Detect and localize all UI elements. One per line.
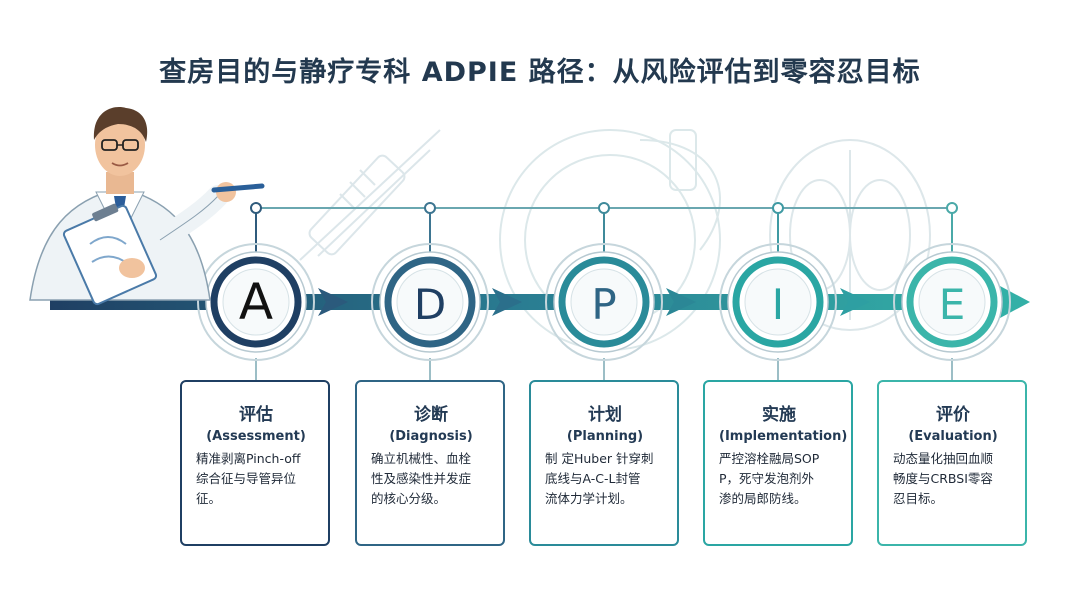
step-description-line: 精准剥离Pinch-off bbox=[196, 451, 301, 466]
step-card-p: 计划 (Planning) 制 定Huber 针穿刺底线与A-C-L封管流体力学计划… bbox=[529, 380, 679, 546]
step-letter: D bbox=[414, 280, 446, 329]
step-description-line: 动态量化抽回血顺 bbox=[893, 451, 994, 466]
step-description: 制 定Huber 针穿刺底线与A-C-L封管流体力学计划。 bbox=[545, 449, 665, 509]
step-description-line: 严控溶栓融局SOP bbox=[719, 451, 820, 466]
step-hub-d: D bbox=[371, 243, 489, 361]
step-description-line: 综合征与导管异位 bbox=[196, 471, 297, 486]
step-title: 计划 bbox=[588, 405, 622, 425]
step-description-line: 流体力学计划。 bbox=[545, 491, 633, 506]
step-description: 精准剥离Pinch-off 综合征与导管异位征。 bbox=[196, 449, 316, 509]
step-title: 评价 bbox=[936, 405, 970, 425]
step-description: 严控溶栓融局SOP P，死守发泡剂外渗的局郎防线。 bbox=[719, 449, 839, 509]
step-title: 评估 bbox=[239, 405, 273, 425]
step-description-line: P，死守发泡剂外 bbox=[719, 471, 815, 486]
step-description: 动态量化抽回血顺畅度与CRBSI零容忍目标。 bbox=[893, 449, 1013, 509]
faint-syringe-icon bbox=[299, 129, 441, 261]
card-connectors bbox=[255, 358, 953, 380]
step-subtitle: (Diagnosis) bbox=[389, 429, 473, 444]
step-card-i: 实施 (Implementation) 严控溶栓融局SOP P，死守发泡剂外渗的局郎防… bbox=[703, 380, 853, 546]
step-title: 诊断 bbox=[414, 405, 448, 425]
step-hub-p: P bbox=[545, 243, 663, 361]
step-hub-a: A bbox=[197, 243, 315, 361]
step-subtitle: (Evaluation) bbox=[908, 429, 998, 444]
step-letter: A bbox=[239, 273, 273, 331]
step-subtitle: (Planning) bbox=[566, 429, 644, 444]
doctor-illustration bbox=[29, 107, 265, 306]
step-description-line: 性及感染性并发症 bbox=[371, 471, 472, 486]
step-card-d: 诊断 (Diagnosis) 确立机械性、血栓性及感染性并发症的核心分级。 bbox=[355, 380, 505, 546]
step-card-a: 评估 (Assessment) 精准剥离Pinch-off 综合征与导管异位征。 bbox=[180, 380, 330, 546]
step-description-line: 底线与A-C-L封管 bbox=[545, 471, 641, 486]
page-title: 查房目的与静疗专科 ADPIE 路径：从风险评估到零容忍目标 bbox=[159, 57, 921, 88]
step-description-line: 确立机械性、血栓 bbox=[371, 451, 472, 466]
step-letter: E bbox=[939, 280, 966, 329]
step-card-e: 评价 (Evaluation) 动态量化抽回血顺畅度与CRBSI零容忍目标。 bbox=[877, 380, 1027, 546]
step-description-line: 畅度与CRBSI零容 bbox=[893, 471, 993, 486]
step-title: 实施 bbox=[762, 405, 796, 425]
step-subtitle: (Implementation) bbox=[719, 429, 848, 444]
step-letter: I bbox=[772, 280, 784, 329]
step-letter: P bbox=[591, 280, 616, 329]
step-hub-e: E bbox=[893, 243, 1011, 361]
step-description-line: 忍目标。 bbox=[893, 491, 944, 506]
step-hub-i: I bbox=[719, 243, 837, 361]
step-description-line: 征。 bbox=[196, 491, 222, 506]
step-subtitle: (Assessment) bbox=[206, 429, 306, 444]
step-description-line: 的核心分级。 bbox=[371, 491, 447, 506]
step-description: 确立机械性、血栓性及感染性并发症的核心分级。 bbox=[371, 449, 491, 509]
step-description-line: 渗的局郎防线。 bbox=[719, 491, 807, 506]
step-description-line: 制 定Huber 针穿刺 bbox=[545, 451, 654, 466]
